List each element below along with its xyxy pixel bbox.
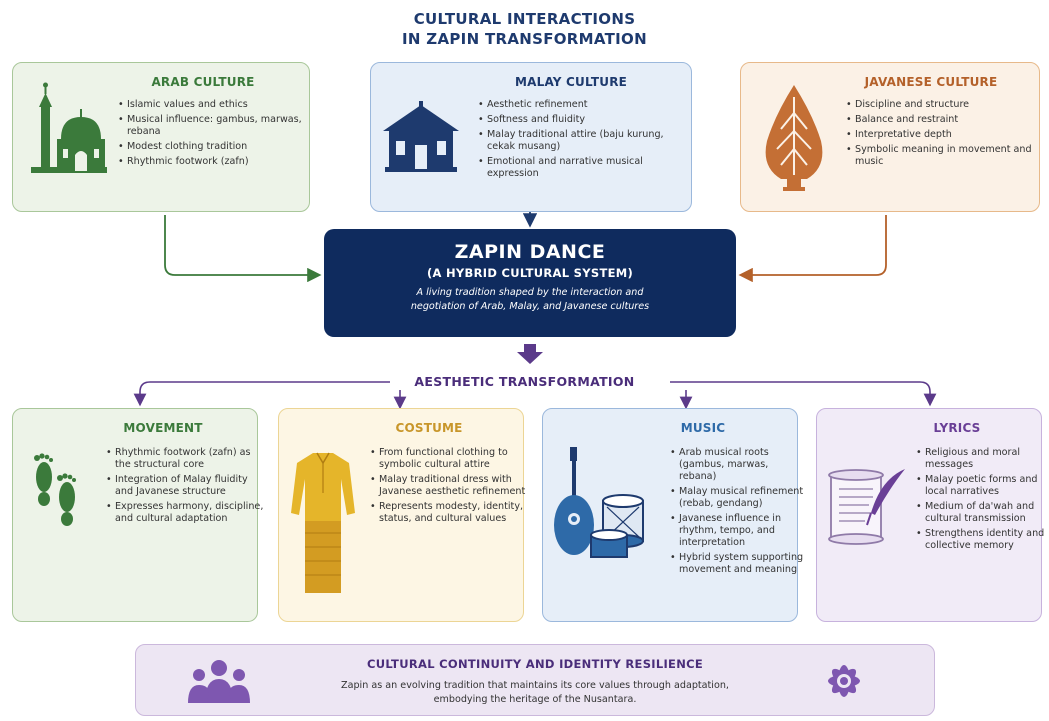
arab-culture-box: ARAB CULTURE Islamic values and ethics M… — [12, 62, 310, 212]
footprints-icon — [34, 453, 76, 526]
malay-item: Emotional and narrative musical expressi… — [478, 156, 692, 180]
movement-item: Expresses harmony, discipline, and cultu… — [106, 501, 265, 525]
malay-item: Softness and fluidity — [478, 114, 692, 126]
malay-culture-box: MALAY CULTURE Aesthetic refinement Softn… — [370, 62, 692, 212]
diagram-title-line2: IN ZAPIN TRANSFORMATION — [402, 30, 647, 48]
malay-culture-heading: MALAY CULTURE — [514, 75, 628, 89]
javanese-item: Symbolic meaning in movement and music — [846, 144, 1045, 168]
malay-item: Malay traditional attire (baju kurung, c… — [478, 129, 692, 153]
movement-item: Integration of Malay fluidity and Javane… — [106, 474, 265, 498]
music-item: Javanese influence in rhythm, tempo, and… — [670, 513, 805, 549]
flower-motif-icon — [828, 665, 860, 697]
cultural-continuity-line2: embodying the heritage of the Nusantara. — [433, 694, 637, 705]
lyrics-item: Malay poetic forms and local narratives — [916, 474, 1049, 498]
cultural-continuity-line1: Zapin as an evolving tradition that main… — [341, 680, 729, 691]
costume-item: Malay traditional dress with Javanese ae… — [370, 474, 529, 498]
baju-icon — [291, 452, 355, 593]
arab-item: Modest clothing tradition — [118, 141, 317, 153]
zapin-dance-title: ZAPIN DANCE — [454, 241, 606, 263]
music-heading: MUSIC — [680, 421, 726, 435]
cultural-continuity-title: CULTURAL CONTINUITY AND IDENTITY RESILIE… — [366, 657, 704, 671]
zapin-dance-description-line2: negotiation of Arab, Malay, and Javanese… — [410, 301, 650, 312]
javanese-item: Interpretative depth — [846, 129, 1045, 141]
community-icon — [188, 660, 250, 703]
diagram-title-line1: CULTURAL INTERACTIONS — [413, 10, 636, 28]
costume-item: Represents modesty, identity, status, an… — [370, 501, 529, 525]
music-item: Arab musical roots (gambus, marwas, reba… — [670, 447, 805, 483]
javanese-culture-heading: JAVANESE CULTURE — [864, 75, 998, 89]
music-item: Hybrid system supporting movement and me… — [670, 552, 805, 576]
lyrics-item: Religious and moral messages — [916, 447, 1049, 471]
movement-heading: MOVEMENT — [123, 421, 203, 435]
zapin-dance-subtitle: (A HYBRID CULTURAL SYSTEM) — [426, 266, 634, 280]
costume-heading: COSTUME — [395, 421, 463, 435]
music-box: MUSIC Arab musical roots (gambus, marwas… — [542, 408, 803, 622]
javanese-item: Discipline and structure — [846, 99, 1045, 111]
javanese-item: Balance and restraint — [846, 114, 1045, 126]
arab-item: Rhythmic footwork (zafn) — [118, 156, 317, 168]
arab-item: Musical influence: gambus, marwas, reban… — [118, 114, 317, 138]
gambus-drums-icon — [554, 447, 644, 558]
scroll-quill-icon — [828, 469, 905, 545]
mosque-icon — [31, 82, 107, 173]
lyrics-item: Medium of da'wah and cultural transmissi… — [916, 501, 1049, 525]
movement-box: MOVEMENT Rhythmic footwork (zafn) as the… — [12, 408, 263, 622]
zapin-dance-box: ZAPIN DANCE (A HYBRID CULTURAL SYSTEM) A… — [324, 229, 736, 337]
music-item: Malay musical refinement (rebab, gendang… — [670, 486, 805, 510]
malay-item: Aesthetic refinement — [478, 99, 692, 111]
lyrics-heading: LYRICS — [933, 421, 981, 435]
aesthetic-transformation-label: AESTHETIC TRANSFORMATION — [414, 374, 635, 389]
zapin-dance-description-line1: A living tradition shaped by the interac… — [416, 287, 644, 298]
arab-culture-heading: ARAB CULTURE — [151, 75, 255, 89]
lyrics-item: Strengthens identity and collective memo… — [916, 528, 1049, 552]
lyrics-box: LYRICS Religious and moral messages Mala… — [816, 408, 1044, 622]
costume-box: COSTUME From functional clothing to symb… — [278, 408, 525, 622]
malay-house-icon — [383, 101, 459, 172]
javanese-culture-box: JAVANESE CULTURE Discipline and structur… — [740, 62, 1040, 212]
gunungan-icon — [765, 85, 823, 191]
cultural-continuity-box: CULTURAL CONTINUITY AND IDENTITY RESILIE… — [135, 644, 935, 716]
costume-item: From functional clothing to symbolic cul… — [370, 447, 529, 471]
arab-item: Islamic values and ethics — [118, 99, 317, 111]
movement-item: Rhythmic footwork (zafn) as the structur… — [106, 447, 265, 471]
